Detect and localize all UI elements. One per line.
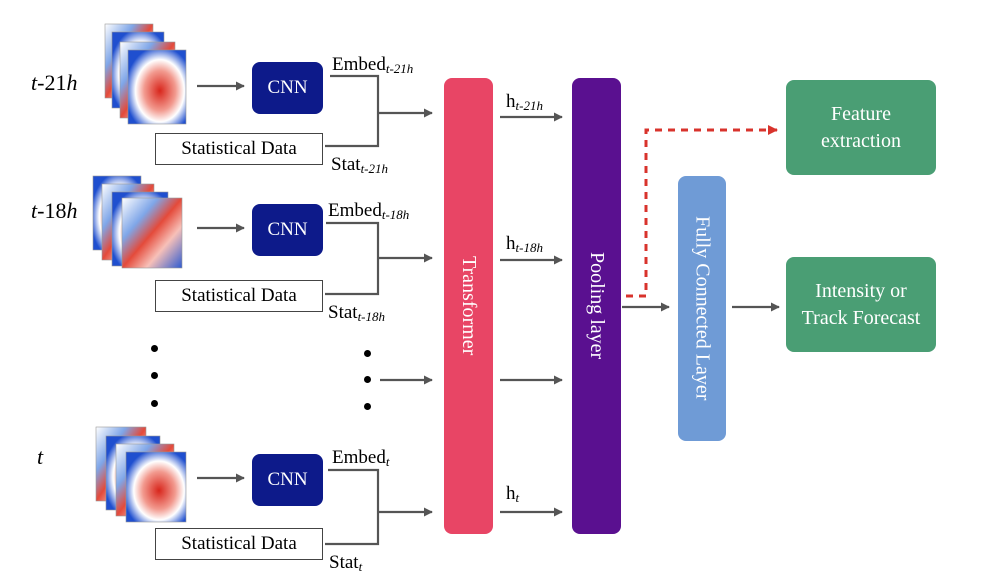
ellipsis-dot [364,403,371,410]
ellipsis-dot [151,372,158,379]
statistical-data-box-row3: Statistical Data [155,528,323,560]
embed-label-row1: Embedt-21h [332,54,414,76]
ellipsis-dot [364,376,371,383]
ellipsis-dot [364,350,371,357]
time-label-row2: t-18h [31,198,78,223]
cnn-block-row2: CNN [252,204,323,256]
ellipsis-dot [151,345,158,352]
statistical-data-box-row2: Statistical Data [155,280,323,312]
feature-extraction-arrow [626,125,778,298]
embed-label-row3: Embedt [332,447,390,469]
stat-label-row3: Statt [329,552,363,574]
transformer-block: Transformer [444,78,493,534]
pooling-layer-block: Pooling layer [572,78,621,534]
cnn-block-row1: CNN [252,62,323,114]
satellite-stack-row2 [92,175,183,269]
cnn-block-row3: CNN [252,454,323,506]
embed-label-row2: Embedt-18h [328,200,410,222]
time-label-row1: t-21h [31,70,78,95]
hidden-label-row2: ht-18h [506,233,543,255]
ellipsis-dot [151,400,158,407]
time-label-row3: t [37,444,44,469]
stat-label-row2: Statt-18h [328,302,386,324]
hidden-label-row3: ht [506,483,520,505]
fully-connected-block: Fully Connected Layer [678,176,726,441]
satellite-stack-row3 [95,426,187,523]
statistical-data-box-row1: Statistical Data [155,133,323,165]
satellite-stack-row1 [104,23,187,125]
stat-label-row1: Statt-21h [331,154,389,176]
hidden-label-row1: ht-21h [506,91,543,113]
